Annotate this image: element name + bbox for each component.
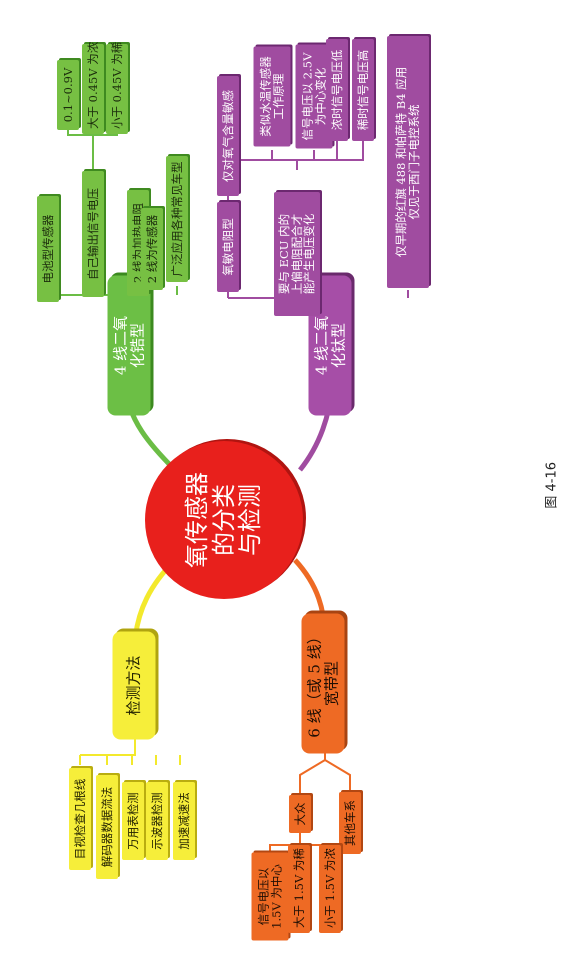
leaf-oxygen-only: 仅对氧气含量敏感 — [217, 76, 239, 196]
leaf-voltage-range: 0.1~0.9V — [57, 60, 79, 130]
center-title-line3: 与检测 — [236, 484, 265, 556]
leaf-early-usage-line2: 仅见于西门子电控系统 — [407, 104, 421, 220]
leaf-under-1-5v-rich: 小于 1.5V 为浓 — [319, 845, 341, 933]
leaf-oxygen-resistor: 氧敏电阻型 — [217, 202, 239, 292]
leaf-like-coolant-line2: 工作原理 — [271, 73, 285, 120]
leaf-signal-1-5v-line2: 1.5V 为中心 — [269, 864, 283, 929]
leaf-rich-low-voltage: 浓时信号电压低 — [326, 39, 348, 141]
branch-detection-methods: 检测方法 — [112, 631, 156, 740]
leaf-visual-check: 目视检查几根线 — [69, 768, 91, 870]
leaf-scanner-datastream: 解码器数据流法 — [96, 775, 118, 879]
leaf-signal-2-5v-line1: 信号电压以 2.5V — [300, 52, 315, 141]
leaf-ecu-pullup-line3: 能产生电压变化 — [302, 213, 317, 295]
leaf-like-coolant-sensor: 类似水温传感器 工作原理 — [253, 46, 291, 147]
branch-titania-label-line2: 化钛型 — [329, 323, 347, 369]
leaf-signal-2-5v-line2: 为中心变化 — [313, 67, 327, 126]
leaf-accel-decel-method: 加速减速法 — [173, 782, 195, 860]
branch-wideband: 6 线（或 5 线） 宽带型 — [301, 613, 345, 754]
branch-wideband-label-line2: 宽带型 — [322, 661, 340, 707]
center-node: 氧传感器 的分类 与检测 — [145, 441, 303, 599]
branch-zirconia-4wire: 4 线二氧 化锆型 — [107, 275, 151, 416]
leaf-multimeter-test: 万用表检测 — [122, 782, 144, 860]
leaf-lean-high-voltage: 稀时信号电压高 — [352, 39, 374, 141]
leaf-battery-sensor: 电池型传感器 — [37, 196, 59, 302]
mind-map: 氧传感器 的分类 与检测 4 线二氧 化锆型 电池型传感器 自己输出信号电压 2… — [37, 36, 429, 941]
leaf-two-wire-sensor: 2 线为传感器 — [141, 208, 163, 290]
leaf-self-output-voltage: 自己输出信号电压 — [82, 171, 104, 297]
leaf-signal-centered-1-5v: 信号电压以 1.5V 为中心 — [251, 852, 289, 941]
leaf-wide-application: 广泛应用各种常见车型 — [166, 156, 188, 282]
leaf-other-brands: 其他车系 — [339, 792, 361, 854]
branch-wideband-label-line1: 6 线（或 5 线） — [305, 629, 324, 738]
branch-zirconia-label-line1: 4 线二氧 — [111, 315, 130, 376]
branch-titania-label-line1: 4 线二氧 — [312, 315, 331, 376]
leaf-ecu-pullup: 要与 ECU 内的 上偏电阻配合才 能产生电压变化 — [274, 192, 320, 316]
leaf-ecu-pullup-line1: 要与 ECU 内的 — [276, 213, 291, 295]
center-title-line2: 的分类 — [209, 484, 238, 556]
center-title-line1: 氧传感器 — [182, 472, 211, 568]
leaf-volkswagen: 大众 — [289, 795, 311, 833]
leaf-over-1-5v-lean: 大于 1.5V 为稀 — [288, 845, 310, 933]
leaf-over-045-rich: 大于 0.45V 为浓 — [82, 42, 104, 134]
leaf-under-045-lean: 小于 0.45V 为稀 — [106, 42, 128, 134]
leaf-early-usage: 仅早期的红旗 488 和帕萨特 B4 应用 仅见于西门子电控系统 — [387, 36, 429, 288]
branch-zirconia-label-line2: 化锆型 — [128, 323, 146, 369]
leaf-like-coolant-line1: 类似水温传感器 — [258, 56, 273, 137]
figure-caption: 图 4-16 — [544, 461, 560, 509]
leaf-signal-1-5v-line1: 信号电压以 — [256, 867, 271, 926]
branch-methods-label: 检测方法 — [124, 655, 143, 716]
leaf-oscilloscope-test: 示波器检测 — [146, 782, 168, 860]
